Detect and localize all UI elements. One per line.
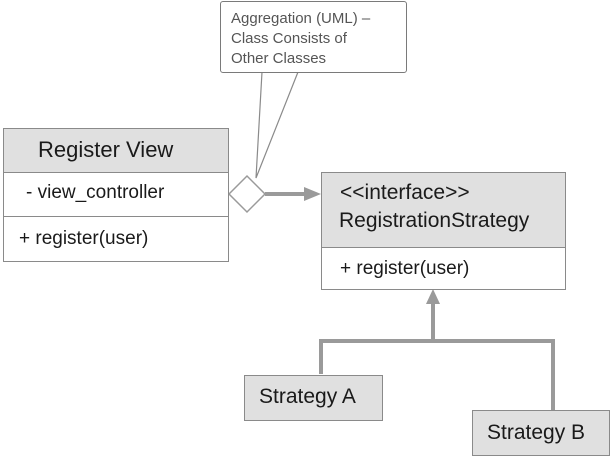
register-view-method: + register(user) <box>19 228 149 249</box>
register-view-attribute: - view_controller <box>26 182 165 203</box>
registration-strategy-interface: <<interface>> RegistrationStrategy + reg… <box>321 172 566 290</box>
strategy-a-label: Strategy A <box>259 385 356 408</box>
interface-header <box>322 173 565 248</box>
interface-stereotype: <<interface>> <box>340 181 470 204</box>
interface-name: RegistrationStrategy <box>339 209 530 232</box>
inheritance-arrowhead <box>426 289 440 304</box>
register-view-title: Register View <box>38 137 174 162</box>
callout-line-1: Aggregation (UML) – <box>231 10 371 27</box>
register-view-class: Register View - view_controller + regist… <box>3 128 229 262</box>
aggregation-diamond <box>227 174 267 214</box>
strategy-b-label: Strategy B <box>487 421 586 444</box>
register-view-header <box>4 129 228 173</box>
callout-pointer <box>255 71 299 179</box>
aggregation-arrowhead <box>304 187 321 201</box>
register-view-divider <box>4 216 228 217</box>
strategy-b-class: Strategy B <box>472 410 610 456</box>
strategy-a-class: Strategy A <box>244 375 383 421</box>
interface-method: + register(user) <box>340 258 470 279</box>
aggregation-callout: Aggregation (UML) – Class Consists of Ot… <box>220 1 407 73</box>
callout-line-3: Other Classes <box>231 50 327 67</box>
inheritance-tree <box>319 303 555 410</box>
callout-line-2: Class Consists of <box>231 30 347 47</box>
